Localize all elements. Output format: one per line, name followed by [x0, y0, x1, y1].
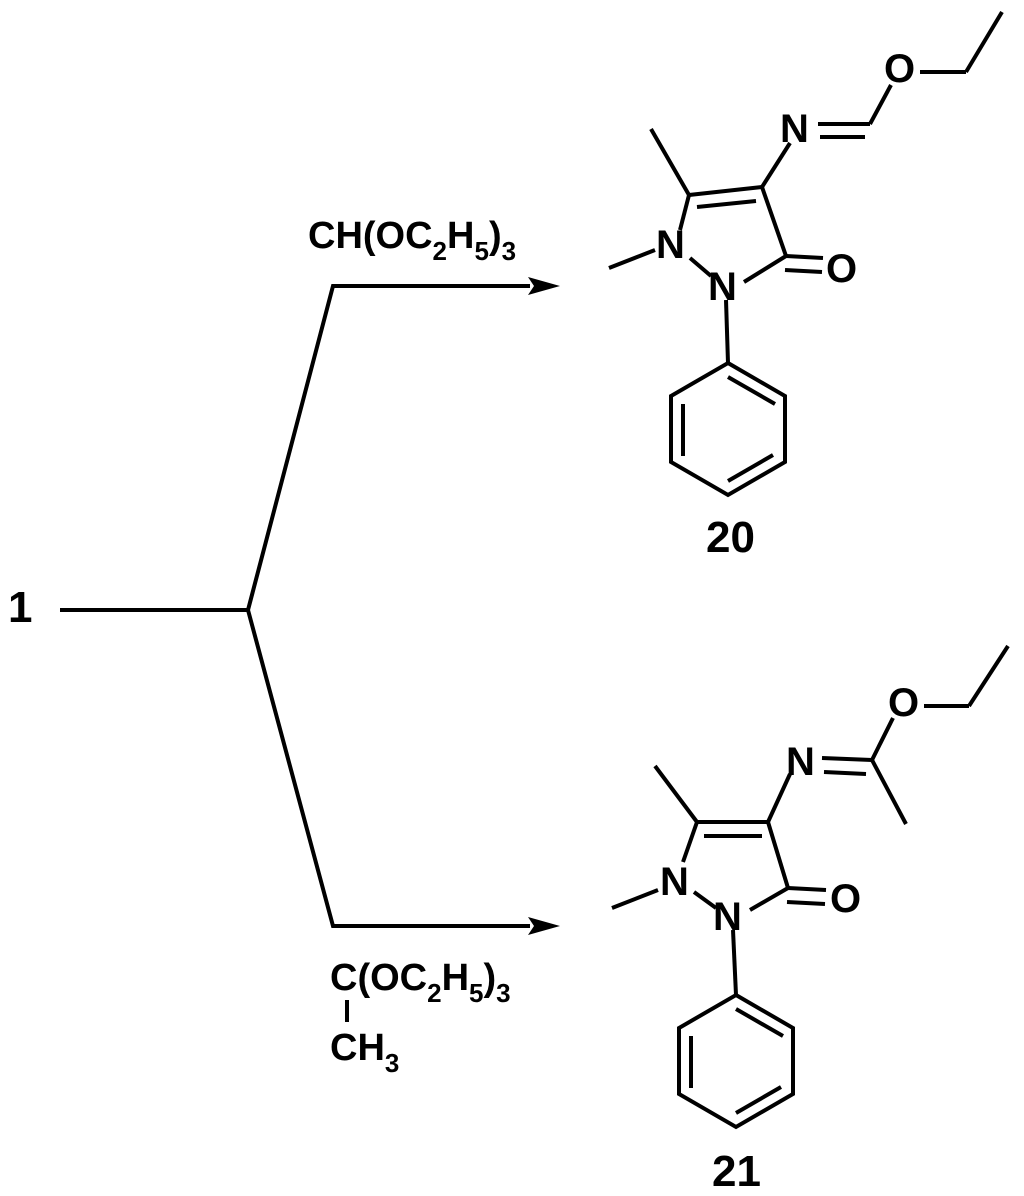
n2-atom: N — [713, 895, 742, 939]
ring-double-bond — [688, 185, 763, 197]
upper-branch — [246, 284, 530, 611]
ring-bond-n1-c5 — [681, 821, 699, 863]
ring-bond-c3-n2 — [748, 886, 790, 912]
carbonyl-o-atom: O — [830, 877, 861, 921]
ring-bond-c4-c3 — [766, 821, 790, 889]
ring-bond-c4-c3 — [760, 186, 788, 257]
n-methyl-bond — [608, 248, 656, 270]
ring-bond-n1-c5 — [678, 194, 691, 231]
phenyl-double-1 — [727, 375, 776, 406]
carbonyl-bond — [785, 254, 824, 260]
ethyl-cc-bond — [964, 10, 1004, 74]
ethyl-cc-bond — [967, 644, 1010, 708]
c4-imine-n-bond — [760, 141, 792, 189]
n2-atom: N — [708, 265, 737, 309]
imidate-c-o-bond — [868, 84, 893, 125]
imine-double-bond — [821, 756, 873, 762]
imine-double-bond-inner — [823, 770, 867, 776]
reagent-triethyl-orthoacetate: C(OC2H5)3 — [330, 957, 511, 1008]
product-20-structure: N N O N O 20 — [608, 10, 1004, 562]
product-21-label: 21 — [712, 1147, 761, 1196]
phenyl-double-2 — [734, 1085, 783, 1115]
reaction-arrows: 1 — [8, 277, 560, 935]
carbonyl-bond — [787, 886, 827, 892]
compound-1-label: 1 — [8, 583, 32, 632]
phenyl-ring — [677, 992, 795, 1130]
reagent-triethyl-orthoformate: CH(OC2H5)3 — [308, 215, 516, 266]
imine-n-atom: N — [786, 740, 815, 784]
ether-o-atom: O — [888, 681, 919, 725]
c-methyl-bond — [653, 764, 699, 824]
imine-n-atom: N — [780, 107, 809, 151]
product-20-label: 20 — [706, 513, 755, 562]
upper-arrowhead — [528, 277, 560, 295]
ring-double-bond-inner — [696, 199, 757, 209]
n-phenyl-bond — [724, 299, 730, 364]
n1-atom: N — [656, 223, 685, 267]
imidate-c-o-bond — [870, 717, 895, 761]
carbonyl-o-atom: O — [826, 247, 857, 291]
n-methyl-bond — [611, 888, 659, 910]
imidate-c-methyl-bond — [870, 759, 908, 825]
ring-bond-n1-n2 — [692, 890, 718, 910]
phenyl-double-2 — [726, 453, 775, 483]
ether-o-atom: O — [884, 47, 915, 91]
phenyl-ring — [669, 360, 787, 498]
c-methyl-bond — [649, 128, 691, 196]
ring-bond-c3-n2 — [742, 254, 788, 284]
ring-bond-n1-n2 — [688, 256, 713, 278]
reagent-methyl-group: CH3 — [330, 1027, 399, 1078]
c4-imine-n-bond — [766, 773, 792, 823]
n-phenyl-bond — [731, 929, 738, 996]
lower-branch — [246, 609, 530, 928]
carbonyl-bond-second — [784, 268, 823, 274]
phenyl-double-1 — [735, 1007, 784, 1038]
n1-atom: N — [660, 860, 689, 904]
carbonyl-bond-second — [786, 900, 826, 906]
product-21-structure: N N O N O 21 — [611, 644, 1010, 1196]
lower-arrowhead — [528, 917, 560, 935]
